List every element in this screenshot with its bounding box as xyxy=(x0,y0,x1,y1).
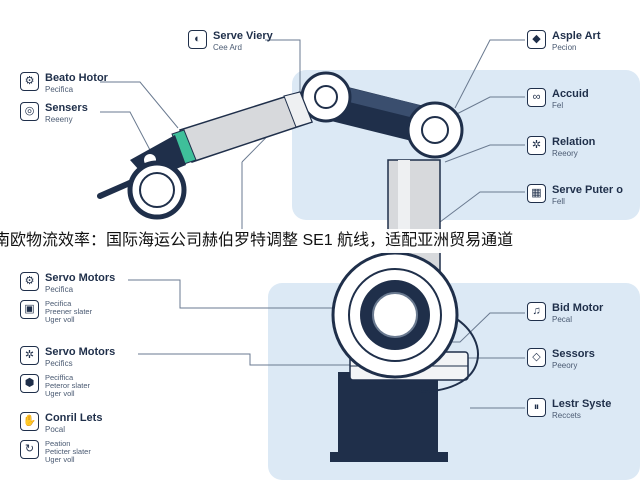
gripper-ring-inner xyxy=(139,172,175,208)
callout-subtitle: Reeeny xyxy=(45,115,73,124)
grid-icon: ▦ xyxy=(527,184,546,203)
callout-line: Peticter slater xyxy=(45,447,91,456)
callout-subtitle: Pecifics xyxy=(45,359,73,368)
leader-line xyxy=(100,81,179,129)
overlay-banner: 南欧物流效率：国际海运公司赫伯罗特调整 SE1 航线，适配亚洲贸易通道 xyxy=(0,229,640,253)
callout-line: Uger voll xyxy=(45,455,75,464)
callout-subtitle: Cee Ard xyxy=(213,43,242,52)
cube-icon: ⬢ xyxy=(20,374,39,393)
leader-line xyxy=(444,144,525,163)
shoulder-joint-bore xyxy=(372,292,418,338)
callout-line: Peteror slater xyxy=(45,381,91,390)
elbow-joint-lower-center xyxy=(421,116,449,144)
callout-title: Sensers xyxy=(45,102,88,114)
callout-subtitle: Pecal xyxy=(552,315,573,324)
banner-text: 南欧物流效率：国际海运公司赫伯罗特调整 SE1 航线，适配亚洲贸易通道 xyxy=(0,232,514,249)
callout-subtitle: Pecifica xyxy=(45,85,74,94)
upper-arm-highlight xyxy=(345,88,420,118)
motor-icon: ⚙ xyxy=(20,272,39,291)
leader-line xyxy=(128,279,335,309)
sensor-icon: ◎ xyxy=(20,102,39,121)
leader-line xyxy=(454,39,525,109)
callout-title: Relation xyxy=(552,136,596,148)
leader-line xyxy=(138,353,350,366)
forearm-collar xyxy=(283,91,313,128)
callout-line: Preener slater xyxy=(45,307,93,316)
callout-title: Serve Viery xyxy=(213,30,273,42)
diamond-icon: ◇ xyxy=(527,348,546,367)
hand-icon: ✋ xyxy=(20,412,39,431)
cable xyxy=(419,317,479,393)
arm-icon: ◆ xyxy=(527,30,546,49)
callout-subtitle: Peeory xyxy=(552,361,578,370)
callout-title: Lestr Syste xyxy=(552,398,612,410)
callout-subtitle: Fel xyxy=(552,101,564,110)
link-icon: ∞ xyxy=(527,88,546,107)
callout-title: Bid Motor xyxy=(552,302,604,314)
callout-subtitle: Pocal xyxy=(45,425,66,434)
motor-icon: ⚙ xyxy=(20,72,39,91)
callout-subtitle: Fell xyxy=(552,197,565,206)
gear-icon: ✲ xyxy=(20,346,39,365)
robot-base xyxy=(338,372,438,456)
callout-title: Conril Lets xyxy=(45,412,103,424)
callout-subtitle: Reeory xyxy=(552,149,578,158)
leader-line xyxy=(444,96,525,121)
callout-subtitle: Pecifica xyxy=(45,285,74,294)
robot-base-foot xyxy=(330,452,448,462)
elbow-joint-upper-center xyxy=(314,85,338,109)
callout-title: Serve Puter o xyxy=(552,184,623,196)
callout-subtitle: Reccets xyxy=(552,411,581,420)
cycle-icon: ↻ xyxy=(20,440,39,459)
callout-title: Sessors xyxy=(552,348,595,360)
chip-icon: ▣ xyxy=(20,300,39,319)
callout-line: Pecifica xyxy=(45,299,72,308)
callout-title: Asple Art xyxy=(552,30,601,42)
leader-lines xyxy=(100,39,525,409)
callout-line: Peciffica xyxy=(45,373,74,382)
callout-line: Uger voll xyxy=(45,389,75,398)
gear-icon: ✲ xyxy=(527,136,546,155)
callout-title: Servo Motors xyxy=(45,346,116,358)
callout-title: Beato Hotor xyxy=(45,72,108,84)
leader-line xyxy=(265,39,301,92)
callout-line: Peation xyxy=(45,439,71,448)
leader-line xyxy=(439,191,525,223)
music-icon: ♫ xyxy=(527,302,546,321)
system-icon: ⏸ xyxy=(527,398,546,417)
callout-title: Accuid xyxy=(552,88,589,100)
callout-line: Uger voll xyxy=(45,315,75,324)
callout-title: Servo Motors xyxy=(45,272,116,284)
target-icon: ◐ xyxy=(188,30,207,49)
leader-line xyxy=(100,111,151,151)
callout-subtitle: Pecion xyxy=(552,43,577,52)
